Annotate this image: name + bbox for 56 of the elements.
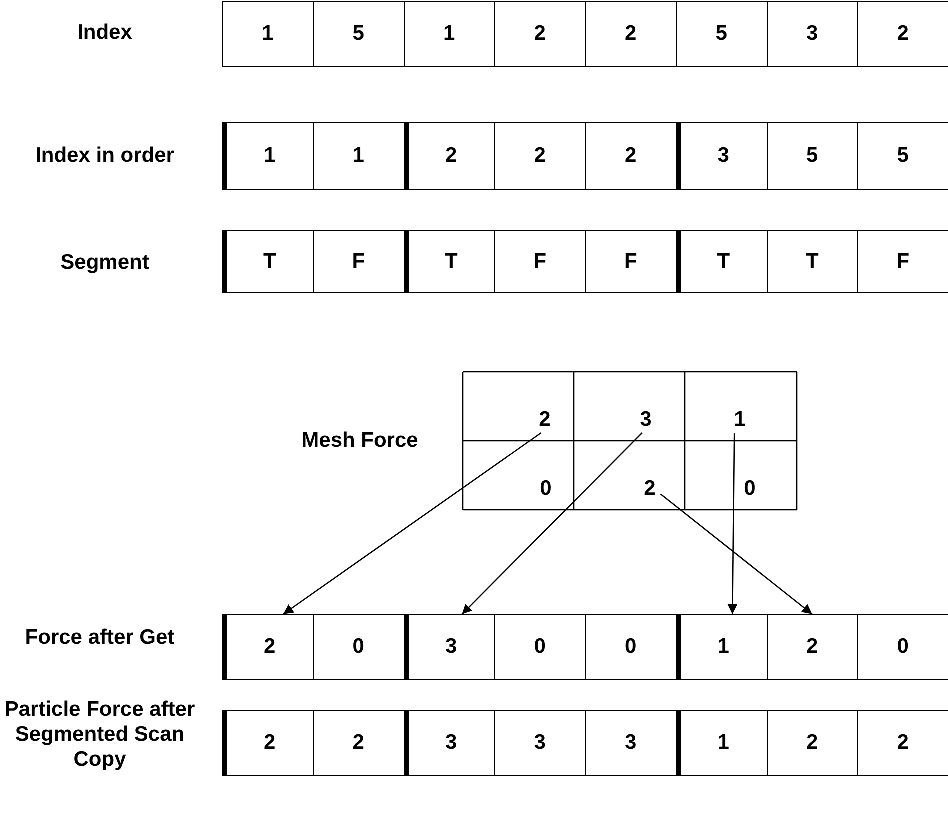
array-cell: 3 <box>494 710 586 776</box>
array-cell: 1 <box>676 710 768 776</box>
array-cell: 1 <box>222 1 314 67</box>
array-cell: 3 <box>404 710 496 776</box>
array-cell: 0 <box>585 614 677 680</box>
array-cell: T <box>766 230 858 293</box>
array-cell: 0 <box>857 614 948 680</box>
array-cell: 2 <box>494 122 586 190</box>
array-cell: 2 <box>222 614 314 680</box>
row-label: Particle Force after Segmented Scan Copy <box>4 697 196 772</box>
array-cell: 5 <box>312 1 404 67</box>
array-cell: F <box>585 230 677 293</box>
array-cell: 2 <box>857 1 948 67</box>
array-cell: 3 <box>585 710 677 776</box>
grid-value: 2 <box>641 476 659 502</box>
row-label: Index <box>76 20 134 45</box>
arrow <box>660 494 813 615</box>
array-cell: T <box>222 230 314 293</box>
array-cell: 2 <box>404 122 496 190</box>
array-cell: 2 <box>222 710 314 776</box>
array-cell: 5 <box>676 1 768 67</box>
array-cell: 2 <box>766 614 858 680</box>
array-cell: 3 <box>766 1 858 67</box>
arrow <box>283 432 542 615</box>
array-cell: 0 <box>312 614 404 680</box>
array-cell: 5 <box>857 122 948 190</box>
array-cell: 2 <box>312 710 404 776</box>
array-cell: F <box>857 230 948 293</box>
grid-value: 0 <box>537 476 555 502</box>
array-cell: 1 <box>676 614 768 680</box>
array-cell: 1 <box>312 122 404 190</box>
array-cell: 2 <box>766 710 858 776</box>
array-cell: 3 <box>404 614 496 680</box>
arrow <box>728 433 738 614</box>
grid-value: 3 <box>637 407 655 433</box>
row-label: Index in order <box>34 143 176 168</box>
array-cell: 0 <box>494 614 586 680</box>
array-cell: T <box>676 230 768 293</box>
row-label: Force after Get <box>24 625 176 650</box>
array-cell: T <box>404 230 496 293</box>
grid-value: 0 <box>741 476 759 502</box>
row-label: Segment <box>60 250 150 275</box>
array-cell: 2 <box>585 1 677 67</box>
row-label: Mesh Force <box>300 428 420 453</box>
array-cell: 2 <box>857 710 948 776</box>
array-cell: F <box>494 230 586 293</box>
array-cell: 1 <box>222 122 314 190</box>
array-cell: 1 <box>404 1 496 67</box>
array-cell: 2 <box>494 1 586 67</box>
array-cell: 3 <box>676 122 768 190</box>
array-cell: 2 <box>585 122 677 190</box>
grid-value: 1 <box>731 407 749 433</box>
array-cell: F <box>312 230 404 293</box>
array-cell: 5 <box>766 122 858 190</box>
arrow <box>462 432 643 615</box>
grid-value: 2 <box>536 407 554 433</box>
